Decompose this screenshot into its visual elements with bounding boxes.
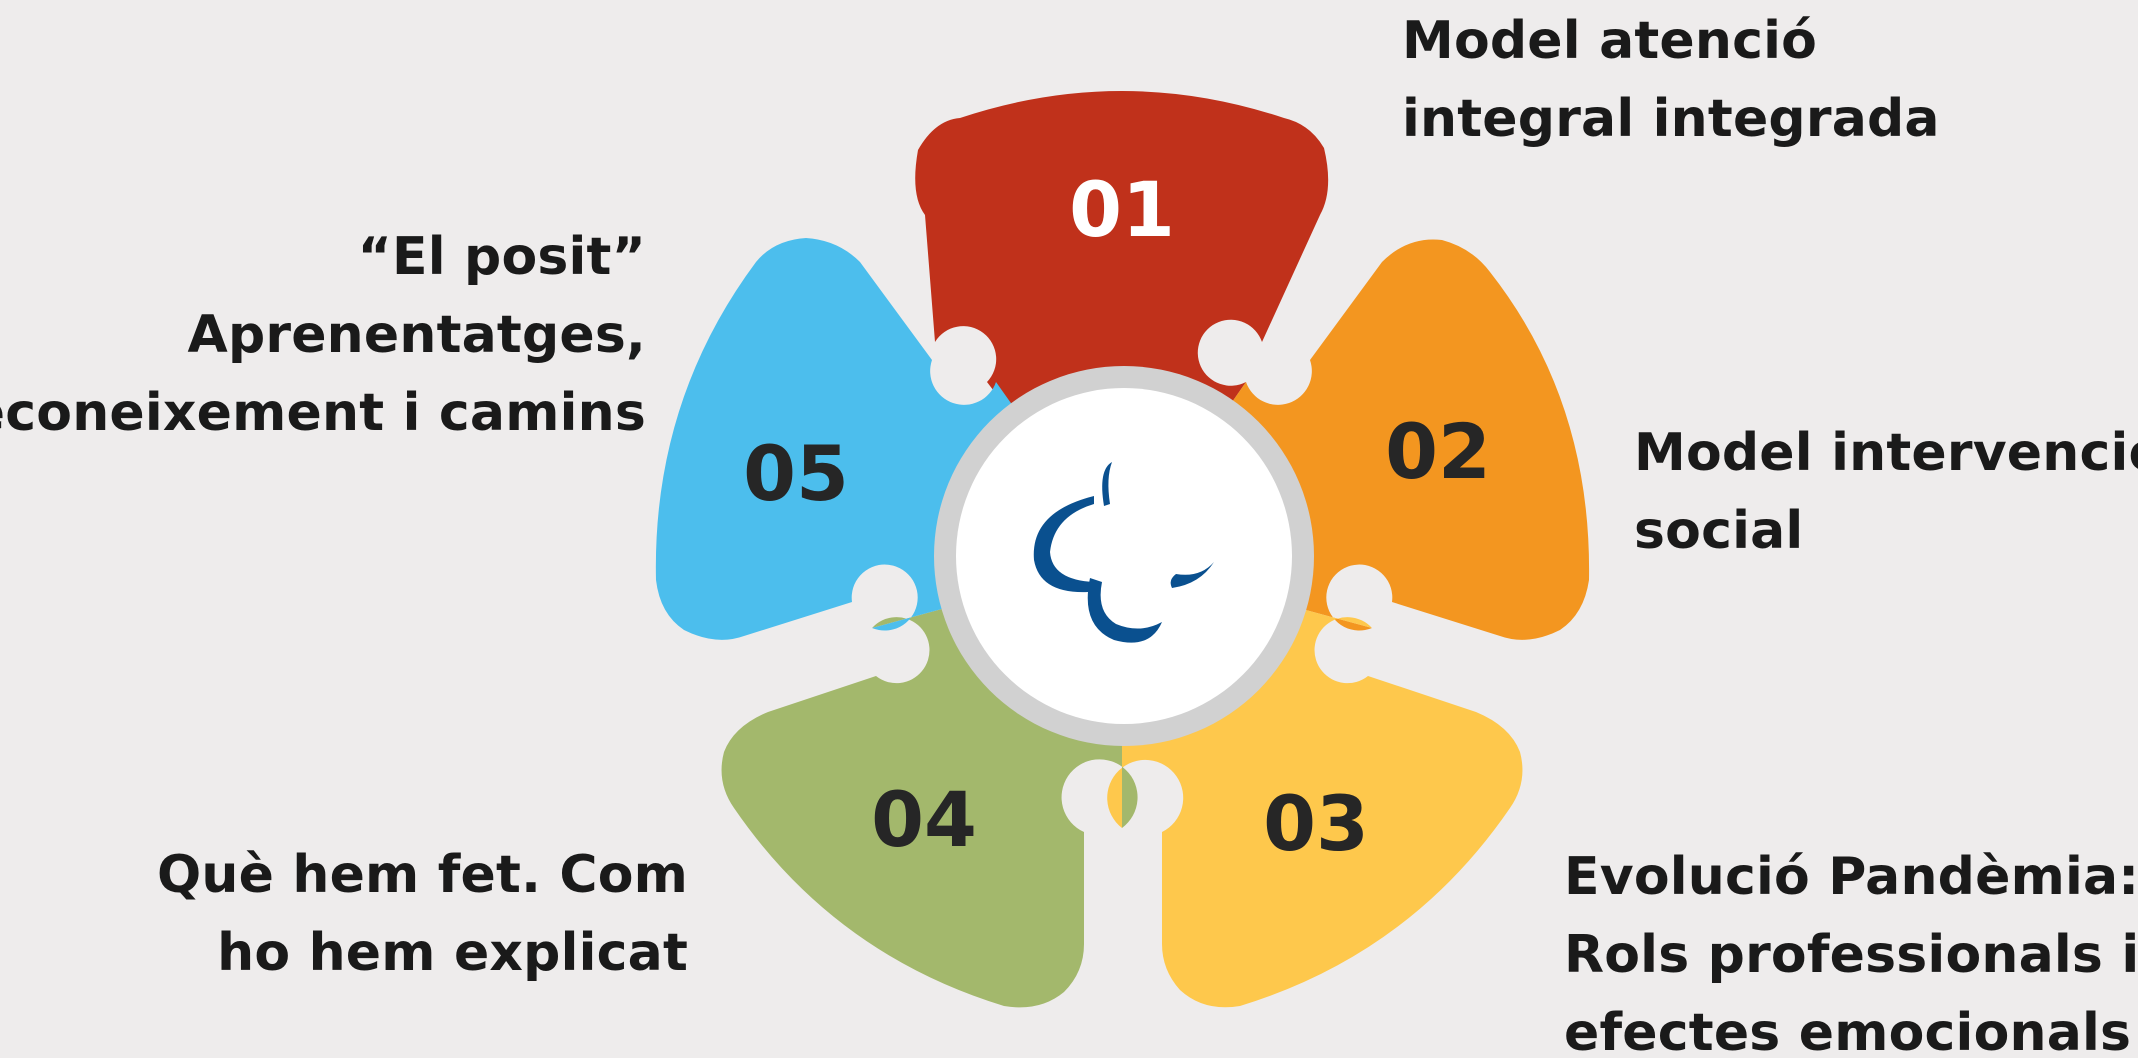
- petal-03-number: 03: [1263, 779, 1369, 868]
- center-circle: [956, 388, 1292, 724]
- label-01: Model atenció integral integrada: [1402, 2, 1940, 158]
- label-04-line-2: ho hem explicat: [217, 923, 688, 983]
- label-02-line-2: social: [1634, 501, 1804, 561]
- label-03-line-1: Evolució Pandèmia:: [1564, 847, 2138, 907]
- petal-01: 01: [915, 91, 1329, 560]
- petal-01-number: 01: [1069, 165, 1175, 254]
- label-01-line-2: integral integrada: [1402, 89, 1940, 149]
- label-05-line-3: reconeixement i camins: [0, 383, 646, 443]
- label-02: Model intervenció social: [1634, 414, 2138, 570]
- petal-04-number: 04: [871, 775, 977, 864]
- label-02-line-1: Model intervenció: [1634, 423, 2138, 483]
- petal-05-number: 05: [743, 429, 849, 518]
- label-05: “El posit” Aprenentatges, reconeixement …: [0, 218, 646, 452]
- label-05-line-2: Aprenentatges,: [187, 305, 646, 365]
- label-03: Evolució Pandèmia: Rols professionals i …: [1564, 838, 2138, 1058]
- cross-logo-icon: [1033, 462, 1214, 643]
- label-03-line-3: efectes emocionals: [1564, 1003, 2132, 1058]
- label-01-line-1: Model atenció: [1402, 11, 1818, 71]
- label-03-line-2: Rols professionals i: [1564, 925, 2138, 985]
- petal-01-shape: [915, 91, 1329, 560]
- petal-02-number: 02: [1385, 407, 1491, 496]
- label-04-line-1: Què hem fet. Com: [156, 845, 688, 905]
- label-05-line-1: “El posit”: [357, 227, 646, 287]
- label-04: Què hem fet. Com ho hem explicat: [157, 836, 688, 992]
